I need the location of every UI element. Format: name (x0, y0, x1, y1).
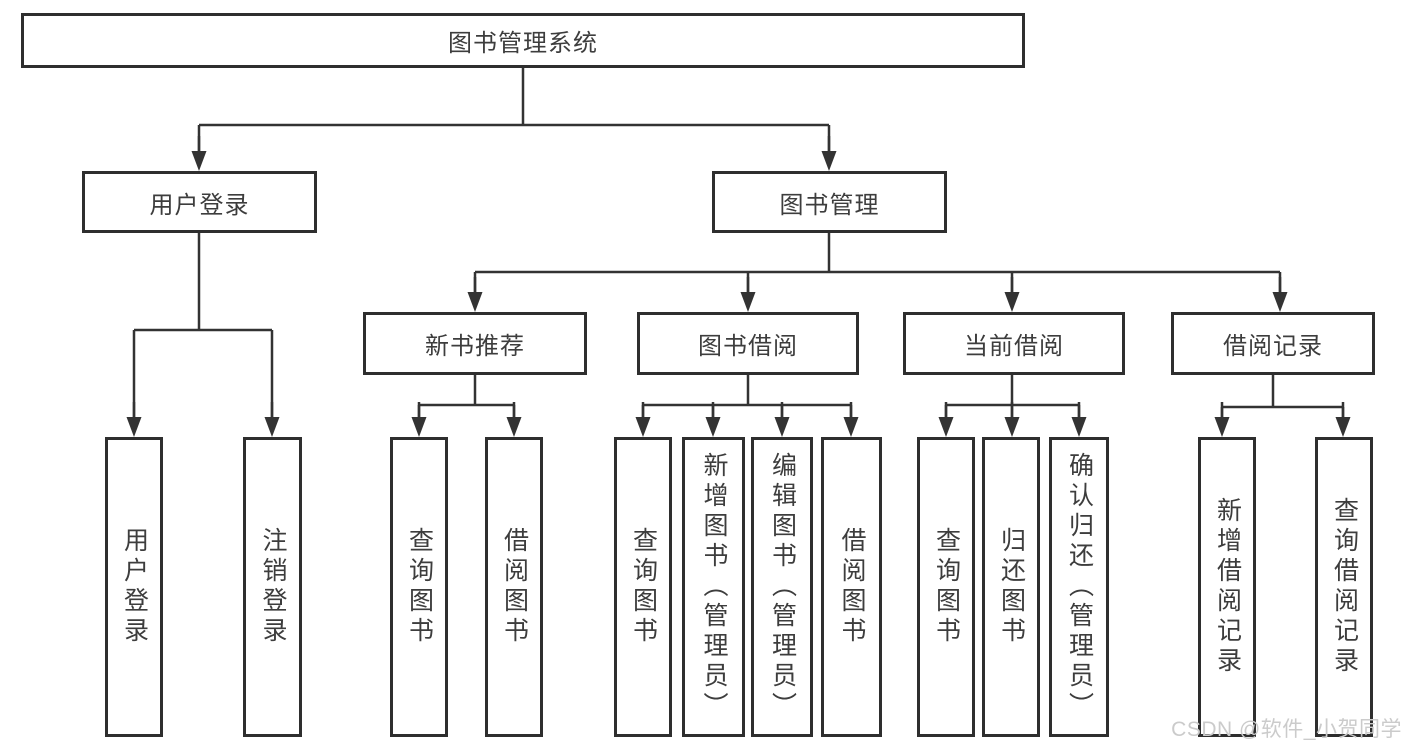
node-label: 借阅图书 (838, 527, 866, 647)
node-label: 查询图书 (629, 527, 658, 647)
node-user-login: 用户登录 (82, 171, 317, 233)
node-label: 借阅记录 (1223, 333, 1323, 360)
node-label: 图书借阅 (698, 333, 798, 360)
node-book-management: 图书管理 (712, 171, 947, 233)
node-label: 新增借阅记录 (1213, 497, 1242, 677)
node-current-borrowing: 当前借阅 (903, 312, 1125, 375)
node-cb-confirm-return: 确认归还（管理员） (1049, 437, 1109, 737)
node-root: 图书管理系统 (21, 13, 1025, 68)
node-label: 注销登录 (259, 527, 287, 647)
node-label: 当前借阅 (964, 333, 1064, 360)
node-label: 确认归还（管理员） (1065, 452, 1094, 722)
watermark: CSDN @软件_小贺同学 (1171, 718, 1402, 741)
node-br-add-record: 新增借阅记录 (1198, 437, 1256, 737)
node-bb-query-books: 查询图书 (614, 437, 672, 737)
node-bb-borrow-books: 借阅图书 (821, 437, 882, 737)
node-label: 新书推荐 (425, 333, 525, 360)
node-nb-borrow-books: 借阅图书 (485, 437, 543, 737)
node-label: 新增图书（管理员） (700, 452, 728, 722)
node-cb-return-books: 归还图书 (982, 437, 1040, 737)
node-label: 查询图书 (932, 527, 961, 647)
node-label: 归还图书 (997, 527, 1026, 647)
node-label: 图书管理系统 (448, 30, 598, 57)
node-nb-query-books: 查询图书 (390, 437, 448, 737)
node-label: 用户登录 (149, 191, 250, 219)
node-new-book-recommend: 新书推荐 (363, 312, 587, 375)
node-label: 用户登录 (120, 527, 149, 647)
node-bb-add-books: 新增图书（管理员） (682, 437, 745, 737)
node-leaf-logout-login: 注销登录 (243, 437, 302, 737)
node-label: 查询图书 (405, 527, 434, 647)
node-label: 查询借阅记录 (1330, 497, 1359, 677)
node-label: 图书管理 (779, 191, 880, 219)
node-br-query-record: 查询借阅记录 (1315, 437, 1373, 737)
node-bb-edit-books: 编辑图书（管理员） (751, 437, 813, 737)
node-label: 借阅图书 (500, 527, 529, 647)
node-leaf-user-login: 用户登录 (105, 437, 163, 737)
node-book-borrowing: 图书借阅 (637, 312, 859, 375)
node-cb-query-books: 查询图书 (917, 437, 975, 737)
node-borrowing-records: 借阅记录 (1171, 312, 1375, 375)
node-label: 编辑图书（管理员） (768, 452, 797, 722)
